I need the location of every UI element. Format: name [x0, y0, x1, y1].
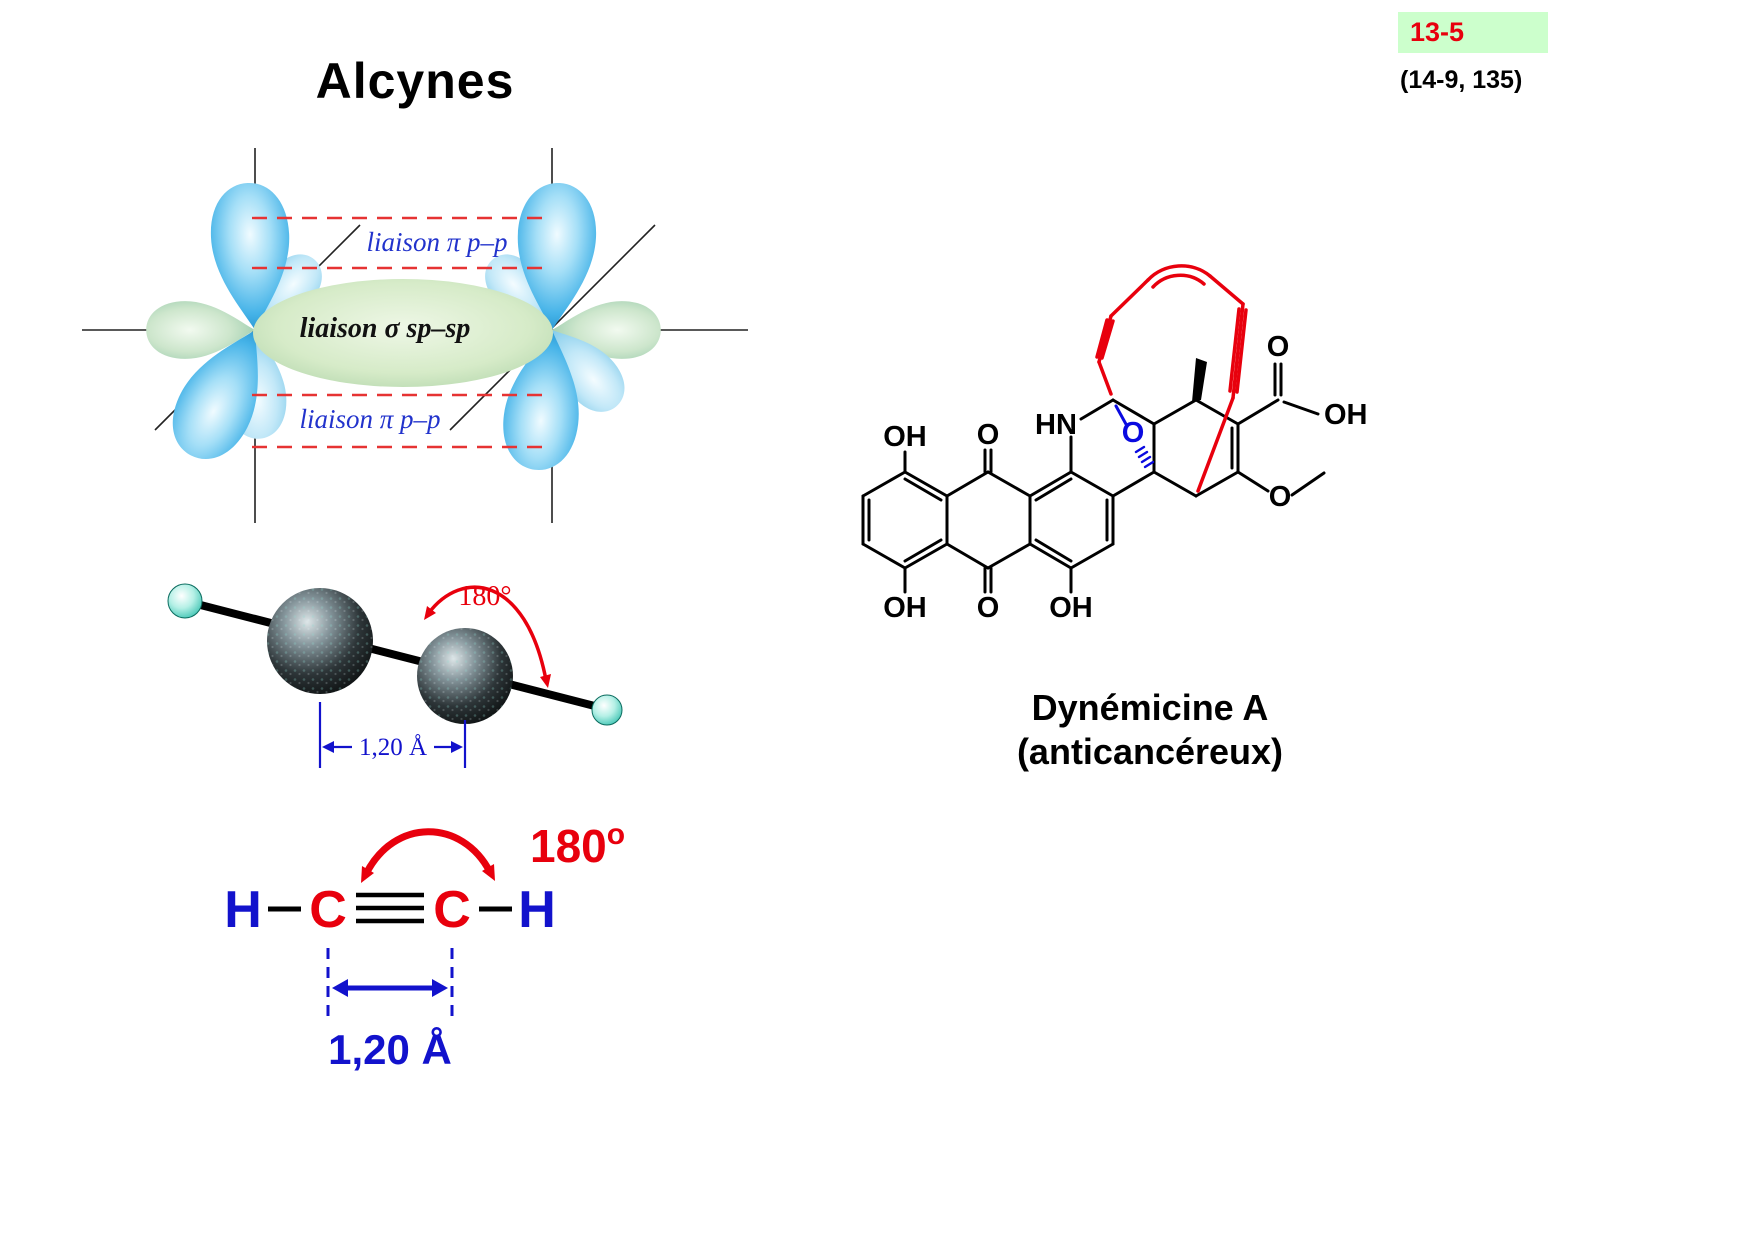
- bond-length-label: 1,20 Å: [359, 734, 427, 761]
- molecular-axis: [184, 597, 619, 716]
- hydrogen-atom-right: [591, 694, 623, 726]
- sigma-bond-lobe: [253, 279, 553, 387]
- angle-arrowhead-end: [540, 674, 551, 688]
- dynemicin-structure: OH O HN O O OH O OH O OH: [861, 264, 1368, 624]
- methyl-wedge-bond: [1192, 358, 1207, 402]
- hydrogen-atom-left: [167, 583, 203, 619]
- angle-arrowhead-right: [482, 864, 495, 881]
- carbon-atom-left-texture: [267, 588, 373, 694]
- bond-length-dimension: [326, 948, 454, 1018]
- triple-bond: [356, 892, 424, 924]
- angle-arrowhead-left: [361, 866, 374, 883]
- epoxide-bonds: [1114, 404, 1155, 469]
- molecule-name: Dynémicine A: [1031, 687, 1269, 728]
- atom-h-left: H: [224, 881, 262, 939]
- dimension-arrowhead-right: [432, 979, 448, 997]
- carbon-atom-right-texture: [417, 628, 513, 724]
- atom-c-right: C: [433, 881, 471, 939]
- molecule-category: (anticancéreux): [1016, 730, 1284, 772]
- atom-label-o-quinone-bottom: O: [977, 592, 1000, 624]
- atom-label-oh-acid: OH: [1324, 399, 1368, 431]
- atom-h-right: H: [518, 881, 556, 939]
- angle-arc-arrow: [362, 828, 494, 878]
- atom-c-left: C: [309, 881, 347, 939]
- angle-arc-arrow: [426, 585, 548, 681]
- pi-bond-label-top: liaison π p–p: [366, 227, 507, 257]
- section-reference: (14-9, 135): [1400, 66, 1523, 94]
- atom-label-o-methoxy: O: [1269, 481, 1292, 513]
- angle-label: 180o: [530, 818, 625, 872]
- bond-length-label: 1,20 Å: [328, 1026, 452, 1073]
- orbital-diagram: liaison π p–p liaison σ sp–sp liaison π …: [82, 148, 748, 523]
- atom-label-oh-top: OH: [883, 421, 927, 453]
- atom-label-oh-bottom-right: OH: [1049, 592, 1093, 624]
- atom-label-o-acid: O: [1267, 331, 1290, 363]
- ball-stick-model: 180° 1,20 Å: [167, 581, 623, 768]
- angle-arrowhead-start: [424, 606, 436, 620]
- pi-bond-label-bottom: liaison π p–p: [299, 404, 440, 434]
- atom-label-hn: HN: [1035, 409, 1077, 441]
- atom-label-o-epoxide: O: [1122, 417, 1145, 449]
- angle-label: 180°: [458, 581, 511, 612]
- sigma-bond-label: liaison σ sp–sp: [300, 313, 471, 344]
- dimension-arrowhead-left: [322, 741, 334, 753]
- lewis-formula: H C C H 180o 1,20 Å: [224, 818, 625, 1073]
- section-badge: 13-5: [1398, 12, 1548, 53]
- molecule-caption: Dynémicine A (anticancéreux): [940, 686, 1360, 774]
- carbon-skeleton: [861, 362, 1326, 594]
- dimension-arrowhead-left: [332, 979, 348, 997]
- page-title: Alcynes: [315, 53, 515, 109]
- dimension-arrowhead-right: [451, 741, 463, 753]
- atom-label-oh-bottom-left: OH: [883, 592, 927, 624]
- atom-label-o-quinone-top: O: [977, 419, 1000, 451]
- enediyne-bridge: [1095, 264, 1248, 493]
